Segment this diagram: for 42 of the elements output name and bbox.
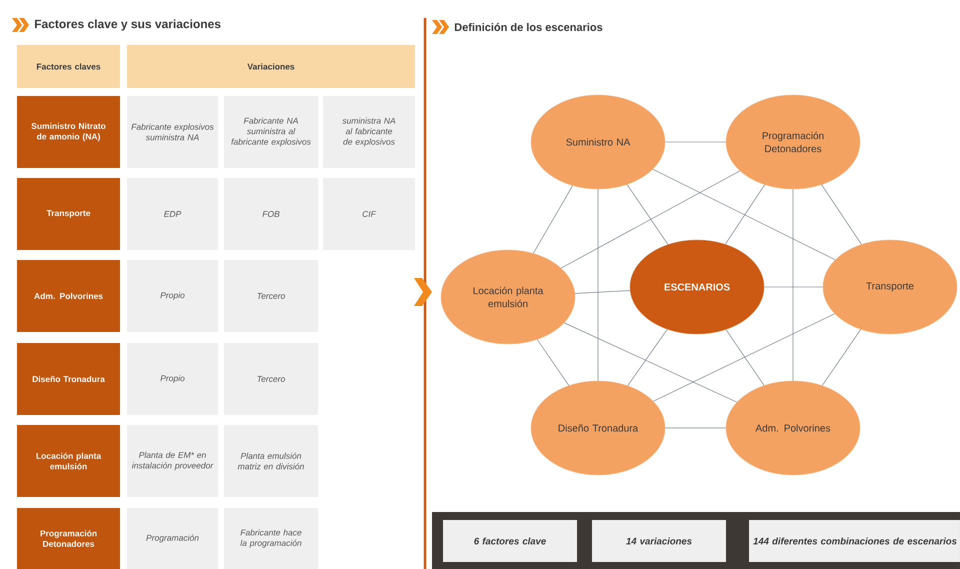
connector-line: [652, 168, 836, 260]
variation-cell: Propio: [127, 260, 218, 332]
variation-cell: CIF: [323, 178, 415, 250]
summary-box: 14 variaciones: [592, 520, 726, 562]
variation-cell: Fabricante explosivos suministra NA: [127, 96, 218, 168]
connector-line: [764, 286, 824, 288]
connector-line: [725, 184, 765, 244]
factor-cell: Suministro Nitrato de amonio (NA): [17, 96, 120, 168]
variation-cell: suministra NA al fabricante de explosivos: [323, 96, 415, 168]
connector-line: [653, 313, 835, 402]
section-heading: Definición de los escenarios: [454, 22, 602, 32]
connector-line: [564, 322, 738, 402]
summary-box: 144 diferentes combinaciones de escenarios: [749, 520, 960, 562]
factor-cell: Transporte: [17, 178, 120, 250]
factor-cell: Programación Detonadores: [17, 508, 120, 569]
factor-cell: Locación planta emulsión: [17, 424, 120, 497]
connector-line: [627, 329, 668, 386]
factor-cell: Adm. Polvorines: [17, 260, 120, 332]
variation-cell: Fabricante NA suministra al fabricante explosivos: [224, 96, 318, 168]
variation-cell: EDP: [127, 178, 218, 250]
variation-cell: FOB: [224, 178, 318, 250]
connector-line: [536, 339, 570, 386]
header-cell: Variaciones: [127, 44, 415, 88]
variation-cell: Planta emulsión matriz en división: [224, 424, 318, 497]
connector-line: [822, 329, 862, 386]
variation-cell: Propio: [127, 342, 218, 415]
factor-cell: Diseño Tronadura: [17, 342, 120, 415]
header-cell: Factores claves: [17, 44, 120, 88]
summary-box: 6 factores clave: [443, 520, 577, 562]
connector-line: [821, 184, 862, 245]
connector-line: [574, 290, 630, 294]
variation-cell: Fabricante hace la programación: [224, 508, 318, 569]
connector-line: [626, 184, 668, 245]
variation-cell: Tercero: [224, 260, 318, 332]
variation-cell: Tercero: [224, 342, 318, 415]
connector-line: [726, 329, 764, 386]
connector-line: [533, 185, 573, 254]
section-heading: Factores clave y sus variaciones: [35, 19, 220, 31]
variation-cell: Programación: [127, 508, 218, 569]
connector-line: [792, 188, 794, 382]
variation-cell: Planta de EM* en instalación proveedor: [127, 424, 218, 497]
connector-line: [560, 170, 740, 268]
